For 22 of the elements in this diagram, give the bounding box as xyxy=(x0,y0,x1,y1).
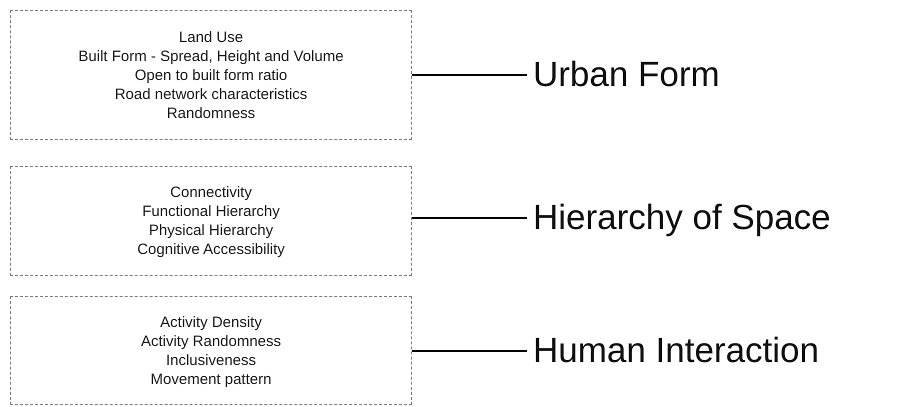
list-item-text: Open to built form ratio xyxy=(134,66,288,84)
list-item-text: Cognitive Accessibility xyxy=(137,240,285,259)
dashed-box xyxy=(10,10,412,140)
dashed-box xyxy=(10,166,412,276)
connector-line xyxy=(412,217,527,219)
list-item-text: Randomness xyxy=(166,104,256,122)
list-item-text: Activity Density xyxy=(160,312,262,332)
list-item-text: Movement pattern xyxy=(150,370,272,388)
category-label: Urban Form xyxy=(527,53,720,97)
category-label: Hierarchy of Space xyxy=(527,196,831,240)
category-label: Human Interaction xyxy=(527,329,819,373)
list-item-text: Road network characteristics xyxy=(114,84,308,104)
list-item-text: Connectivity xyxy=(170,183,252,202)
connector-line xyxy=(412,350,527,352)
list-item-text: Activity Randomness xyxy=(140,332,282,350)
list-item-text: Functional Hierarchy xyxy=(142,202,280,221)
list-item-text: Inclusiveness xyxy=(166,350,256,370)
dashed-box xyxy=(10,296,412,405)
connector-line xyxy=(412,74,527,76)
list-item-text: Land Use xyxy=(178,28,244,46)
list-item-text: Physical Hierarchy xyxy=(148,221,274,240)
list-item-text: Built Form - Spread, Height and Volume xyxy=(78,46,344,66)
